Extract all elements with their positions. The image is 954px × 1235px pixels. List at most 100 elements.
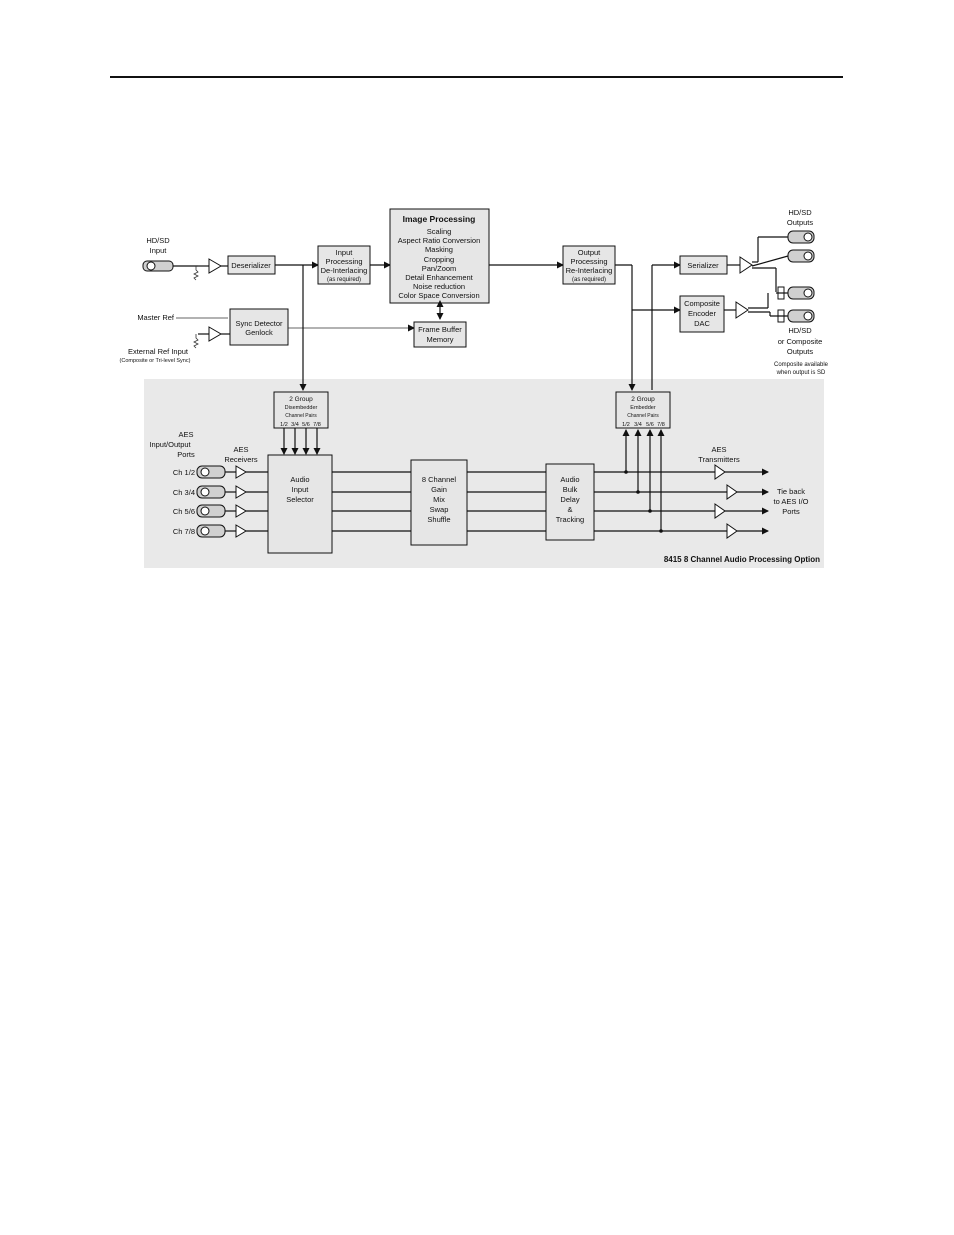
aes-ch78-label: Ch 7/8 [173,527,195,536]
disembedder-l3: Channel Pairs [285,413,317,419]
aes-receivers-label-2: Receivers [224,455,258,464]
tie-back-label-3: Ports [782,507,800,516]
disembedder-pair-2: 3/4 [291,422,299,428]
bulk-delay-block [545,463,595,541]
composite-encoder-l3: DAC [694,319,710,328]
embedder-l1: 2 Group [631,396,655,403]
external-ref-label: External Ref Input [128,347,189,356]
aes-ch78-connector [196,524,268,538]
hdsd-outputs-label-1: HD/SD [788,208,812,217]
output-processing-l2: Processing [570,257,607,266]
audio-input-selector-l2: Input [292,485,310,494]
input-processing-l2: Processing [325,257,362,266]
aes-ch34-connector [196,485,268,499]
gain-mix-l1: 8 Channel [422,475,457,484]
input-processing-l3: De-Interlacing [321,266,368,275]
input-buffer-icon [208,258,222,274]
output-processing-l3: Re-Interlacing [566,266,613,275]
frame-buffer-block [413,321,467,348]
composite-encoder-block [679,295,725,333]
sync-detector-l1: Sync Detector [235,319,283,328]
master-ref-label: Master Ref [137,313,175,322]
composite-output-connector-2 [770,309,815,323]
image-processing-l4: Cropping [424,255,454,264]
input-processing-block [317,245,371,285]
output-processing-l4: (as required) [572,277,606,283]
composite-note-1: Composite available [774,362,829,368]
aes-ports-label-2: Input/Output [149,440,191,449]
header-rule [110,76,843,78]
gain-mix-l2: Gain [431,485,447,494]
aes-transmitter-4 [726,523,738,539]
aes-transmitter-3 [714,503,726,519]
serializer-driver-icon [739,256,753,274]
aes-ports-label-3: Ports [177,450,195,459]
gain-mix-l3: Mix [433,495,445,504]
hdsd-outputs-label-2: Outputs [787,218,814,227]
bulk-delay-l2: Bulk [563,485,578,494]
input-processing-l1: Input [336,248,354,257]
hdsd-input-connector [142,260,199,281]
aes-transmitters-label-2: Transmitters [698,455,740,464]
aes-ch34-label: Ch 3/4 [173,488,195,497]
image-processing-title: Image Processing [403,214,476,224]
composite-output-connector-1 [776,286,815,300]
aes-ch12-connector [196,465,268,479]
disembedder-pair-1: 1/2 [280,422,288,428]
aes-transmitter-1 [714,464,726,480]
sync-detector-l2: Genlock [245,328,273,337]
embedder-pair-1: 1/2 [622,422,630,428]
frame-buffer-l1: Frame Buffer [418,325,462,334]
composite-outputs-label-3: Outputs [787,347,814,356]
embedder-pair-4: 7/8 [657,422,665,428]
composite-note-2: when output is SD [776,370,826,376]
aes-ch56-label: Ch 5/6 [173,507,195,516]
composite-outputs-label-1: HD/SD [788,326,812,335]
composite-driver-icon [735,301,749,319]
output-processing-l1: Output [578,248,601,257]
frame-buffer-l2: Memory [426,335,453,344]
embedder-l2: Embedder [630,405,656,411]
composite-outputs-label-2: or Composite [778,337,823,346]
output-processing-block [562,245,616,285]
image-processing-l7: Noise reduction [413,282,465,291]
embedder-pair-2: 3/4 [634,422,642,428]
bulk-delay-l3: Delay [560,495,579,504]
hdsd-input-label-2: Input [150,246,168,255]
input-processing-l4: (as required) [327,277,361,283]
image-processing-l6: Detail Enhancement [405,273,473,282]
serializer-label: Serializer [687,261,719,270]
gain-mix-l4: Swap [430,505,449,514]
image-processing-l8: Color Space Conversion [398,291,479,300]
gain-mix-l5: Shuffle [427,515,450,524]
image-processing-l5: Pan/Zoom [422,264,457,273]
deserializer-label: Deserializer [231,261,271,270]
image-processing-l2: Aspect Ratio Conversion [398,236,481,245]
audio-input-selector-l3: Selector [286,495,314,504]
hdsd-input-label-1: HD/SD [146,236,170,245]
aes-transmitters-label-1: AES [711,445,726,454]
bulk-delay-l1: Audio [560,475,579,484]
aes-ch56-connector [196,504,268,518]
disembedder-l2: Disembedder [285,405,318,411]
composite-encoder-l1: Composite [684,299,720,308]
embedder-l3: Channel Pairs [627,413,659,419]
disembedder-block [273,391,329,429]
bulk-delay-l4: & [567,505,572,514]
hdsd-output-connector-2 [787,249,815,263]
embedder-block [615,391,671,429]
audio-option-title: 8415 8 Channel Audio Processing Option [664,555,820,564]
composite-encoder-l2: Encoder [688,309,716,318]
tie-back-label-2: to AES I/O [773,497,808,506]
disembedder-pair-4: 7/8 [313,422,321,428]
image-processing-l3: Masking [425,245,453,254]
aes-transmitter-2 [726,484,738,500]
image-processing-l1: Scaling [427,227,452,236]
sync-detector-block [229,308,289,346]
ref-buffer-icon [208,326,222,342]
hdsd-output-connector-1 [787,230,815,244]
disembedder-l1: 2 Group [289,396,313,403]
bulk-delay-l5: Tracking [556,515,584,524]
audio-input-selector-l1: Audio [290,475,309,484]
